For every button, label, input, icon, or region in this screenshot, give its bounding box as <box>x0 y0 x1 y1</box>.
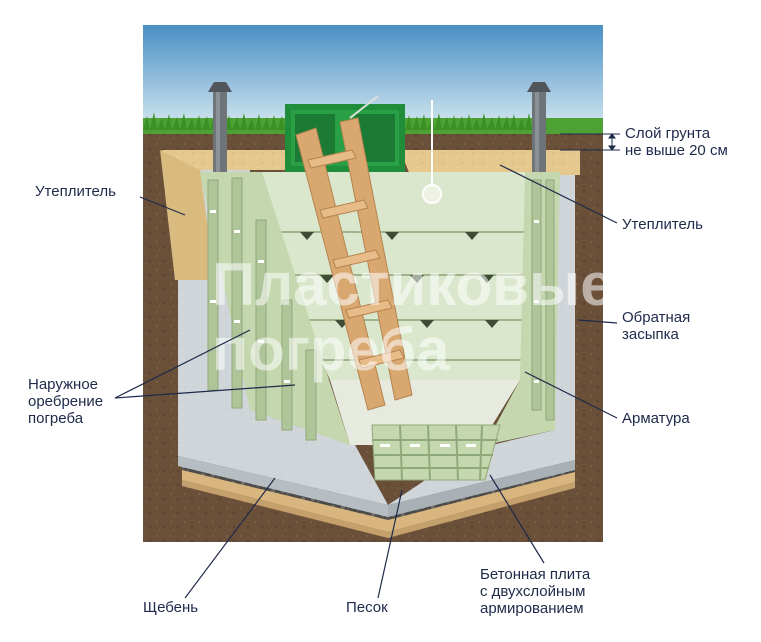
bottom-ribbing <box>371 424 501 481</box>
leader-lines <box>114 164 618 599</box>
insulation-top-right <box>400 150 580 175</box>
label-backfill-line2: засыпка <box>622 326 679 343</box>
label-slab-line2: с двухслойным <box>480 583 586 600</box>
ladder <box>295 95 413 411</box>
external-ribs-left <box>207 177 317 441</box>
label-slab-line3: армированием <box>480 600 584 617</box>
label-slab-line1: Бетонная плита <box>480 566 591 583</box>
sand-layer <box>182 470 575 532</box>
light-bulb-icon <box>422 100 442 204</box>
watermark-line2: погреба <box>212 316 450 383</box>
vent-pipe-left <box>208 82 232 172</box>
vent-pipe-right <box>527 82 551 172</box>
insulation-side <box>160 150 215 280</box>
soil-layer-dimension <box>560 133 620 151</box>
label-insulation-right: Утеплитель <box>622 216 703 233</box>
external-ribs-right <box>531 179 555 421</box>
label-soil-layer-line1: Слой грунта <box>625 125 711 142</box>
label-ribbing: Наружное оребрение погреба <box>28 376 103 427</box>
label-backfill: Обратная засыпка <box>622 309 690 343</box>
label-ribbing-line1: Наружное <box>28 376 99 393</box>
label-soil-layer-line2: не выше 20 см <box>625 142 728 159</box>
label-rebar: Арматура <box>622 410 690 427</box>
label-ribbing-line2: оребрение <box>28 393 104 410</box>
watermark-line1: Пластиковые <box>212 251 614 318</box>
label-slab: Бетонная плита с двухслойным армирование… <box>480 566 590 617</box>
label-insulation-left: Утеплитель <box>35 183 116 200</box>
label-sand: Песок <box>346 599 388 616</box>
label-soil-layer: Слой грунта не выше 20 см <box>625 125 728 159</box>
label-backfill-line1: Обратная <box>622 309 691 326</box>
watermark: Пластиковые погреба <box>58 240 614 383</box>
label-ribbing-line3: погреба <box>28 410 84 427</box>
label-gravel: Щебень <box>143 599 199 616</box>
